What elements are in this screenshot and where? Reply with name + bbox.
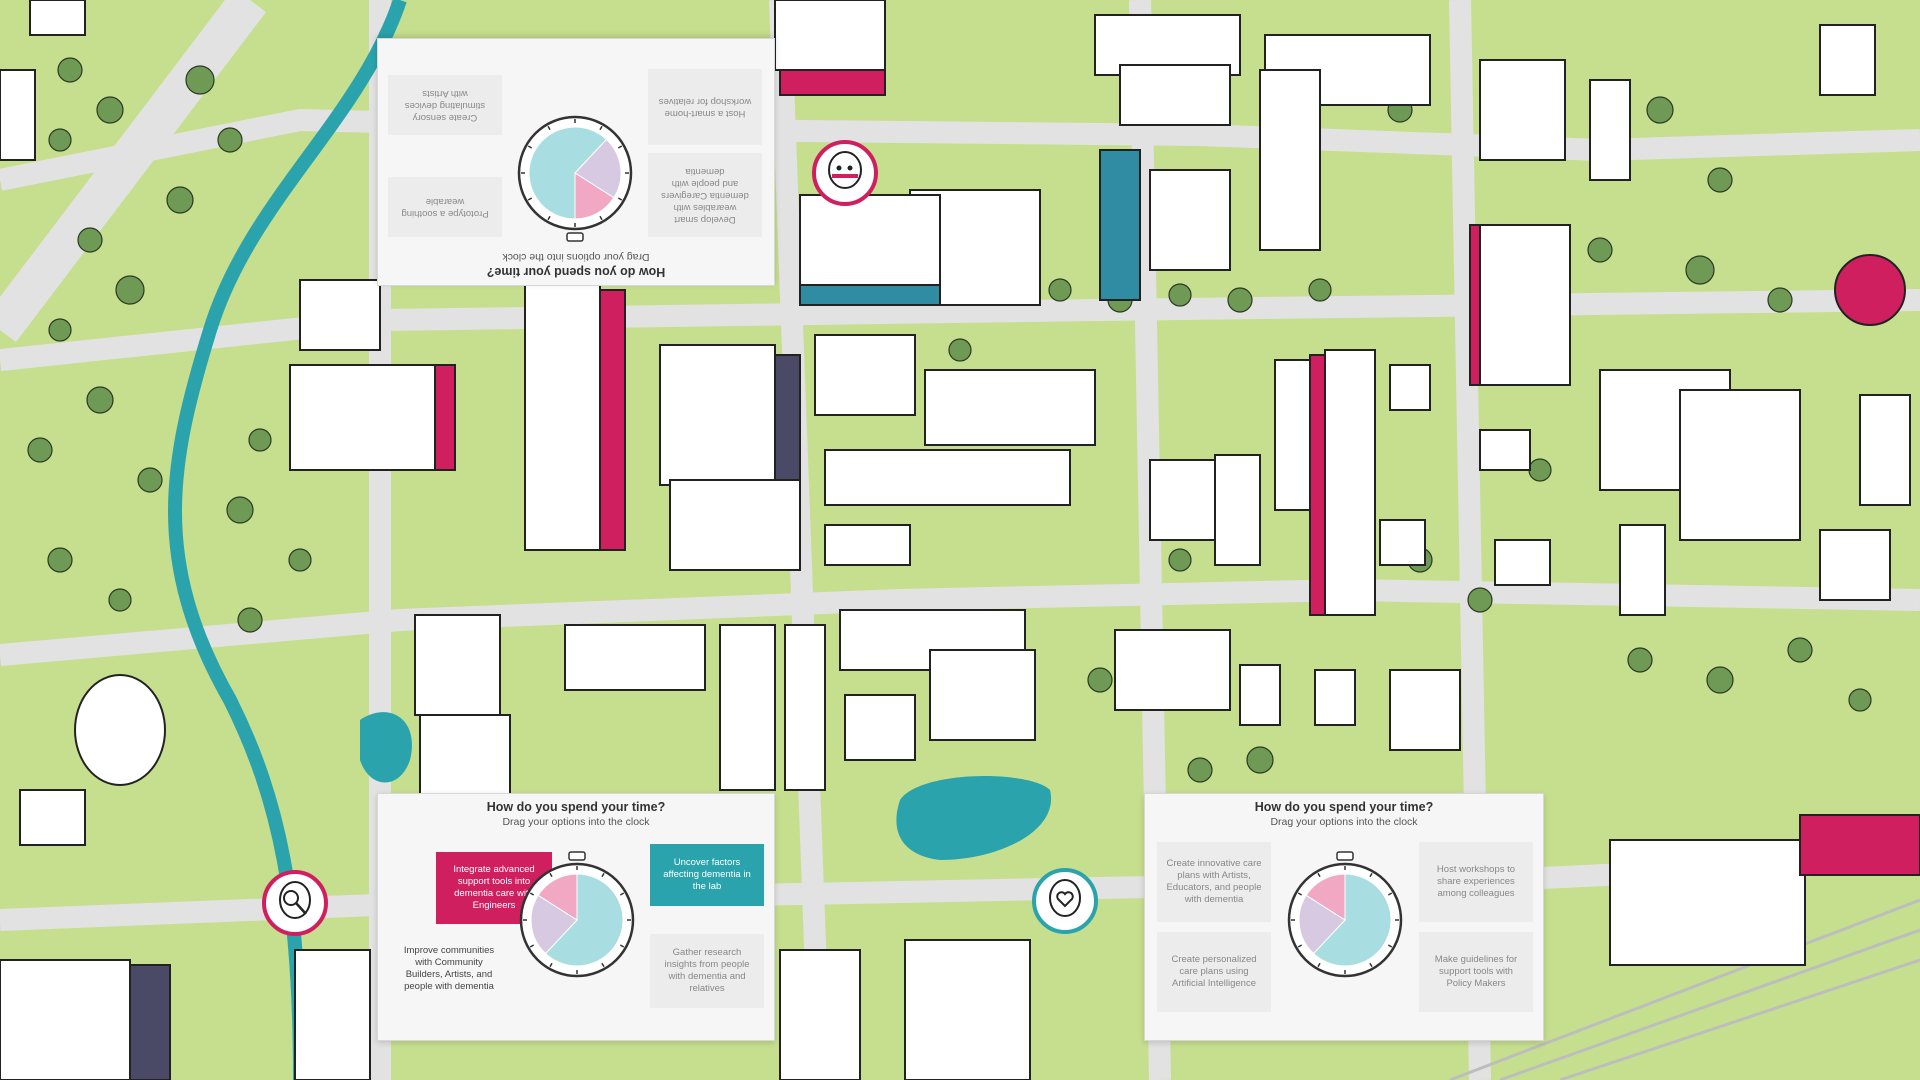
clock-tick <box>619 892 625 896</box>
heart-head-icon <box>1049 879 1081 917</box>
clock-slice <box>528 126 608 220</box>
robot-head-icon <box>828 151 862 189</box>
option-card[interactable]: Prototype a soothing wearable <box>388 177 502 237</box>
clock-tick <box>617 197 623 201</box>
option-card[interactable]: Host workshops to share experiences amon… <box>1419 842 1533 922</box>
clock-slice <box>537 873 578 921</box>
clock-slice <box>544 873 624 967</box>
clock-tick <box>599 215 603 221</box>
clock-dropzone[interactable] <box>507 848 647 988</box>
option-card[interactable]: Improve communities with Community Build… <box>403 945 495 992</box>
option-card[interactable]: Develop smart wearables with dementia Ca… <box>648 153 762 237</box>
clock-tick <box>1297 944 1303 948</box>
clock-tick <box>527 197 533 201</box>
clock-tick <box>1387 892 1393 896</box>
clock-dropzone[interactable] <box>1275 848 1415 988</box>
player-avatar-right <box>1032 868 1098 934</box>
card-subtitle: Drag your options into the clock <box>502 251 650 263</box>
clock-tick <box>599 125 603 131</box>
clock-dropzone[interactable] <box>505 105 645 245</box>
option-card[interactable]: Gather research insights from people wit… <box>650 934 764 1008</box>
river <box>168 0 407 1080</box>
stopwatch-crown-icon <box>568 851 586 861</box>
clock-slice <box>1312 873 1392 967</box>
clock-tick <box>601 962 605 968</box>
time-card-bottom-right: How do you spend your time? Drag your op… <box>1144 793 1544 1041</box>
clock-slice <box>574 172 615 220</box>
time-card-top: How do you spend your time? Drag your op… <box>377 38 775 286</box>
option-card[interactable]: Create sensory stimulating devices with … <box>388 75 502 135</box>
clock-tick <box>549 872 553 878</box>
option-card[interactable]: Host a smart-home workshop for relatives <box>648 69 762 145</box>
clock-slice <box>530 894 578 955</box>
clock-tick <box>601 872 605 878</box>
clock-tick <box>1387 944 1393 948</box>
clock-slice <box>1298 894 1346 955</box>
card-title: How do you spend your time? <box>486 800 666 814</box>
card-subtitle: Drag your options into the clock <box>502 816 650 828</box>
magnifier-head-icon <box>279 881 311 919</box>
time-card-bottom-left: How do you spend your time? Drag your op… <box>377 793 775 1041</box>
clock-tick <box>1369 962 1373 968</box>
player-avatar-left <box>262 870 328 936</box>
stopwatch-crown-icon <box>566 232 584 242</box>
clock-tick <box>529 892 535 896</box>
clock-tick <box>527 145 533 149</box>
clock-slice <box>574 138 622 199</box>
card-subtitle: Drag your options into the clock <box>1270 816 1418 828</box>
option-card-selected[interactable]: Uncover factors affecting dementia in th… <box>650 844 764 906</box>
clock-tick <box>1317 872 1321 878</box>
pond <box>896 776 1052 860</box>
clock-tick <box>1369 872 1373 878</box>
clock-tick <box>529 944 535 948</box>
clock-tick <box>549 962 553 968</box>
clock-tick <box>547 215 551 221</box>
railway <box>1449 898 1920 1080</box>
clock-tick <box>547 125 551 131</box>
player-avatar-top <box>812 140 878 206</box>
card-title: How do you spend your time? <box>1254 800 1434 814</box>
option-card[interactable]: Create personalized care plans using Art… <box>1157 932 1271 1012</box>
card-title: How do you spend your time? <box>486 265 666 279</box>
clock-tick <box>619 944 625 948</box>
clock-tick <box>1317 962 1321 968</box>
option-card[interactable]: Create innovative care plans with Artist… <box>1157 842 1271 922</box>
option-card[interactable]: Make guidelines for support tools with P… <box>1419 932 1533 1012</box>
clock-slice <box>1305 873 1346 921</box>
clock-tick <box>1297 892 1303 896</box>
stopwatch-crown-icon <box>1336 851 1354 861</box>
clock-tick <box>617 145 623 149</box>
